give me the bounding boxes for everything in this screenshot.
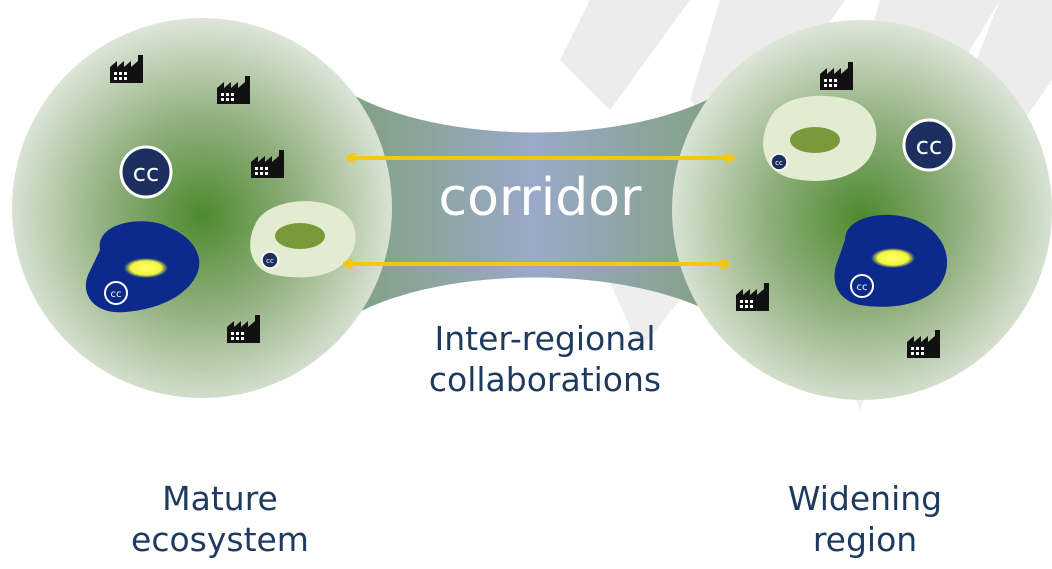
mature-line2: ecosystem — [131, 520, 309, 560]
cluster-blue-right: cc — [834, 214, 948, 307]
widening-region-circle — [672, 20, 1052, 400]
cc-badge-icon: cc — [902, 118, 956, 172]
cluster-light-left: cc — [250, 201, 356, 278]
svg-text:cc: cc — [111, 289, 122, 300]
inter-regional-line2: collaborations — [428, 360, 662, 400]
mature-line1: Mature — [162, 479, 278, 518]
widening-region-label: Widening region — [745, 478, 985, 561]
inter-regional-collaborations-label: Inter-regional collaborations — [380, 318, 710, 401]
widening-line1: Widening — [787, 479, 943, 518]
cluster-blue-left: cc — [85, 221, 200, 313]
widening-line2: region — [812, 520, 918, 560]
svg-text:cc: cc — [775, 159, 783, 167]
corridor-label: corridor — [438, 168, 642, 228]
cc-badge-icon: cc — [119, 145, 173, 199]
mature-ecosystem-label: Mature ecosystem — [100, 478, 340, 561]
cluster-light-right: cc — [763, 95, 877, 181]
svg-text:cc: cc — [266, 257, 274, 265]
svg-text:cc: cc — [857, 282, 868, 293]
inter-regional-line1: Inter-regional — [434, 319, 656, 358]
svg-text:cc: cc — [916, 132, 942, 160]
svg-text:cc: cc — [133, 159, 159, 187]
